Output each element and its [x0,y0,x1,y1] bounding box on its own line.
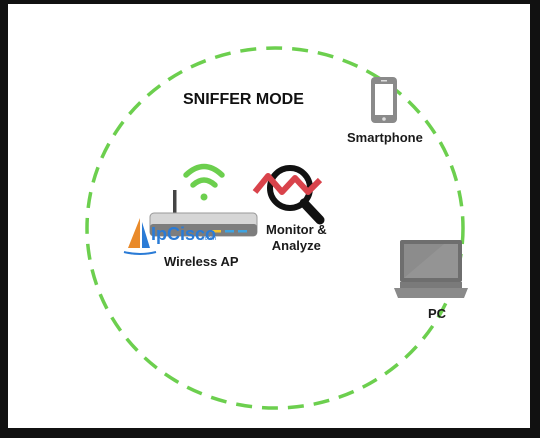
frame-border [530,0,540,438]
monitor-label: Monitor & Analyze [266,222,327,254]
pc-label: PC [428,306,447,321]
magnifier-icon [252,165,325,225]
router-icon [149,190,258,237]
watermark-brand: IpCisco [151,224,217,244]
smartphone-label: Smartphone [347,130,423,145]
wireless-ap-label: Wireless AP [164,254,239,269]
monitor-label-line2: Analyze [271,238,321,253]
laptop-icon [394,240,468,298]
diagram-title: SNIFFER MODE [183,91,304,108]
diagram-canvas [8,4,530,428]
frame-border [0,428,540,438]
smartphone-icon [371,77,397,123]
frame-border [0,0,540,4]
sniffer-range-circle [85,46,465,410]
wifi-icon [183,163,225,201]
watermark-suffix: .com [203,236,217,242]
frame-border [0,0,8,438]
watermark-logo [123,218,157,255]
monitor-label-line1: Monitor & [266,222,327,237]
